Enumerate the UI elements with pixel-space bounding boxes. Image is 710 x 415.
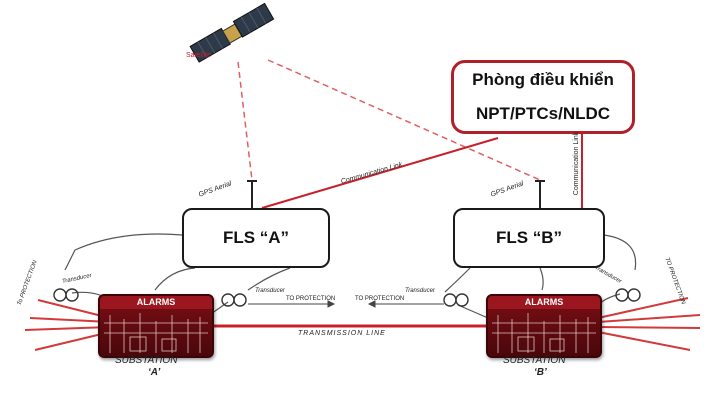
substation-b-transducer-left: Transducer bbox=[405, 288, 435, 294]
substation-a-alarm-panel: ALARMS bbox=[98, 294, 214, 358]
transducer-a-right-icon bbox=[221, 293, 247, 307]
control-room-subtitle: NPT/PTCs/NLDC bbox=[475, 104, 611, 123]
satellite-label: Satellite bbox=[186, 52, 211, 59]
fls-b-label: FLS “B” bbox=[495, 228, 563, 247]
substation-b-to-protection: TO PROTECTION bbox=[355, 296, 405, 302]
gps-aerial-b-icon bbox=[535, 180, 545, 208]
transmission-lines-right bbox=[597, 297, 701, 351]
protection-arrow-b bbox=[367, 300, 444, 308]
substation-b-name: SUBSTATION bbox=[503, 355, 566, 366]
substation-b-alarm-panel: ALARMS bbox=[486, 294, 602, 358]
control-room-box: Phòng điều khiển NPT/PTCs/NLDC bbox=[451, 60, 635, 134]
substation-b-equipment-icon bbox=[492, 313, 596, 353]
substation-a-to-protection: TO PROTECTION bbox=[286, 296, 336, 302]
wiring-substation-b bbox=[444, 234, 637, 319]
transducer-b-right-icon bbox=[615, 288, 641, 302]
substation-a-alarms-label: ALARMS bbox=[100, 296, 212, 309]
communication-link-diagonal bbox=[261, 137, 499, 209]
satellite-icon bbox=[189, 2, 275, 63]
satellite-link-a bbox=[237, 61, 253, 181]
substation-a-name: SUBSTATION bbox=[115, 355, 178, 366]
fls-a-label: FLS “A” bbox=[222, 228, 290, 247]
fls-a-box: FLS “A” bbox=[182, 208, 330, 268]
transmission-line-label: TRANSMISSION LINE bbox=[298, 330, 386, 337]
substation-a-equipment-icon bbox=[104, 313, 208, 353]
communication-link-vertical-label: Communication Link bbox=[573, 131, 581, 196]
control-room-title: Phòng điều khiển bbox=[472, 70, 614, 89]
transducer-a-left-icon bbox=[53, 288, 79, 302]
protection-arrow-a bbox=[248, 300, 336, 308]
transducer-b-left-icon bbox=[443, 293, 469, 307]
fls-b-box: FLS “B” bbox=[453, 208, 605, 268]
substation-a-id: ‘A’ bbox=[148, 367, 161, 378]
substation-b-id: ‘B’ bbox=[534, 367, 547, 378]
substation-b-alarms-label: ALARMS bbox=[488, 296, 600, 309]
substation-a-transducer-right: Transducer bbox=[255, 288, 285, 294]
gps-aerial-a-icon bbox=[247, 180, 257, 208]
